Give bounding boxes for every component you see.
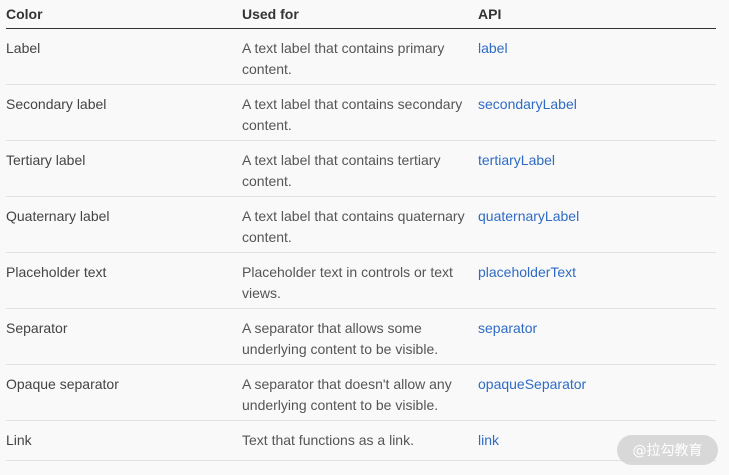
table-row: Tertiary label A text label that contain…: [6, 141, 716, 197]
api-link-quaternary-label[interactable]: quaternaryLabel: [478, 208, 580, 224]
api-link-label[interactable]: label: [478, 40, 508, 56]
table-row: Secondary label A text label that contai…: [6, 85, 716, 141]
header-used-for: Used for: [242, 6, 299, 22]
api-link-placeholder-text[interactable]: placeholderText: [478, 264, 577, 280]
header-color: Color: [6, 6, 43, 22]
color-name: Opaque separator: [6, 376, 119, 392]
table-row: Placeholder text Placeholder text in con…: [6, 253, 716, 309]
color-table: Color Used for API Label A text label th…: [6, 0, 716, 461]
color-name: Tertiary label: [6, 152, 86, 168]
color-name: Placeholder text: [6, 264, 107, 280]
color-name: Link: [6, 432, 32, 448]
color-name: Label: [6, 40, 41, 56]
table-row: Link Text that functions as a link. link: [6, 421, 716, 461]
used-for-description: A text label that contains primary conte…: [242, 40, 445, 77]
color-name: Quaternary label: [6, 208, 110, 224]
used-for-description: A separator that allows some underlying …: [242, 320, 439, 357]
api-link-tertiary-label[interactable]: tertiaryLabel: [478, 152, 556, 168]
table-header: Color Used for API: [6, 0, 716, 29]
watermark-badge: @拉勾教育: [617, 435, 718, 465]
api-link-secondary-label[interactable]: secondaryLabel: [478, 96, 577, 112]
used-for-description: Text that functions as a link.: [242, 432, 414, 448]
used-for-description: A text label that contains tertiary cont…: [242, 152, 441, 189]
used-for-description: A text label that contains secondary con…: [242, 96, 463, 133]
table-row: Quaternary label A text label that conta…: [6, 197, 716, 253]
api-link-link[interactable]: link: [478, 432, 500, 448]
api-link-opaque-separator[interactable]: opaqueSeparator: [478, 376, 587, 392]
header-api: API: [478, 6, 502, 22]
color-name: Separator: [6, 320, 68, 336]
used-for-description: A text label that contains quaternary co…: [242, 208, 465, 245]
api-link-separator[interactable]: separator: [478, 320, 538, 336]
color-name: Secondary label: [6, 96, 107, 112]
table-row: Label A text label that contains primary…: [6, 29, 716, 85]
table-row: Separator A separator that allows some u…: [6, 309, 716, 365]
table-row: Opaque separator A separator that doesn'…: [6, 365, 716, 421]
used-for-description: A separator that doesn't allow any under…: [242, 376, 452, 413]
used-for-description: Placeholder text in controls or text vie…: [242, 264, 453, 301]
